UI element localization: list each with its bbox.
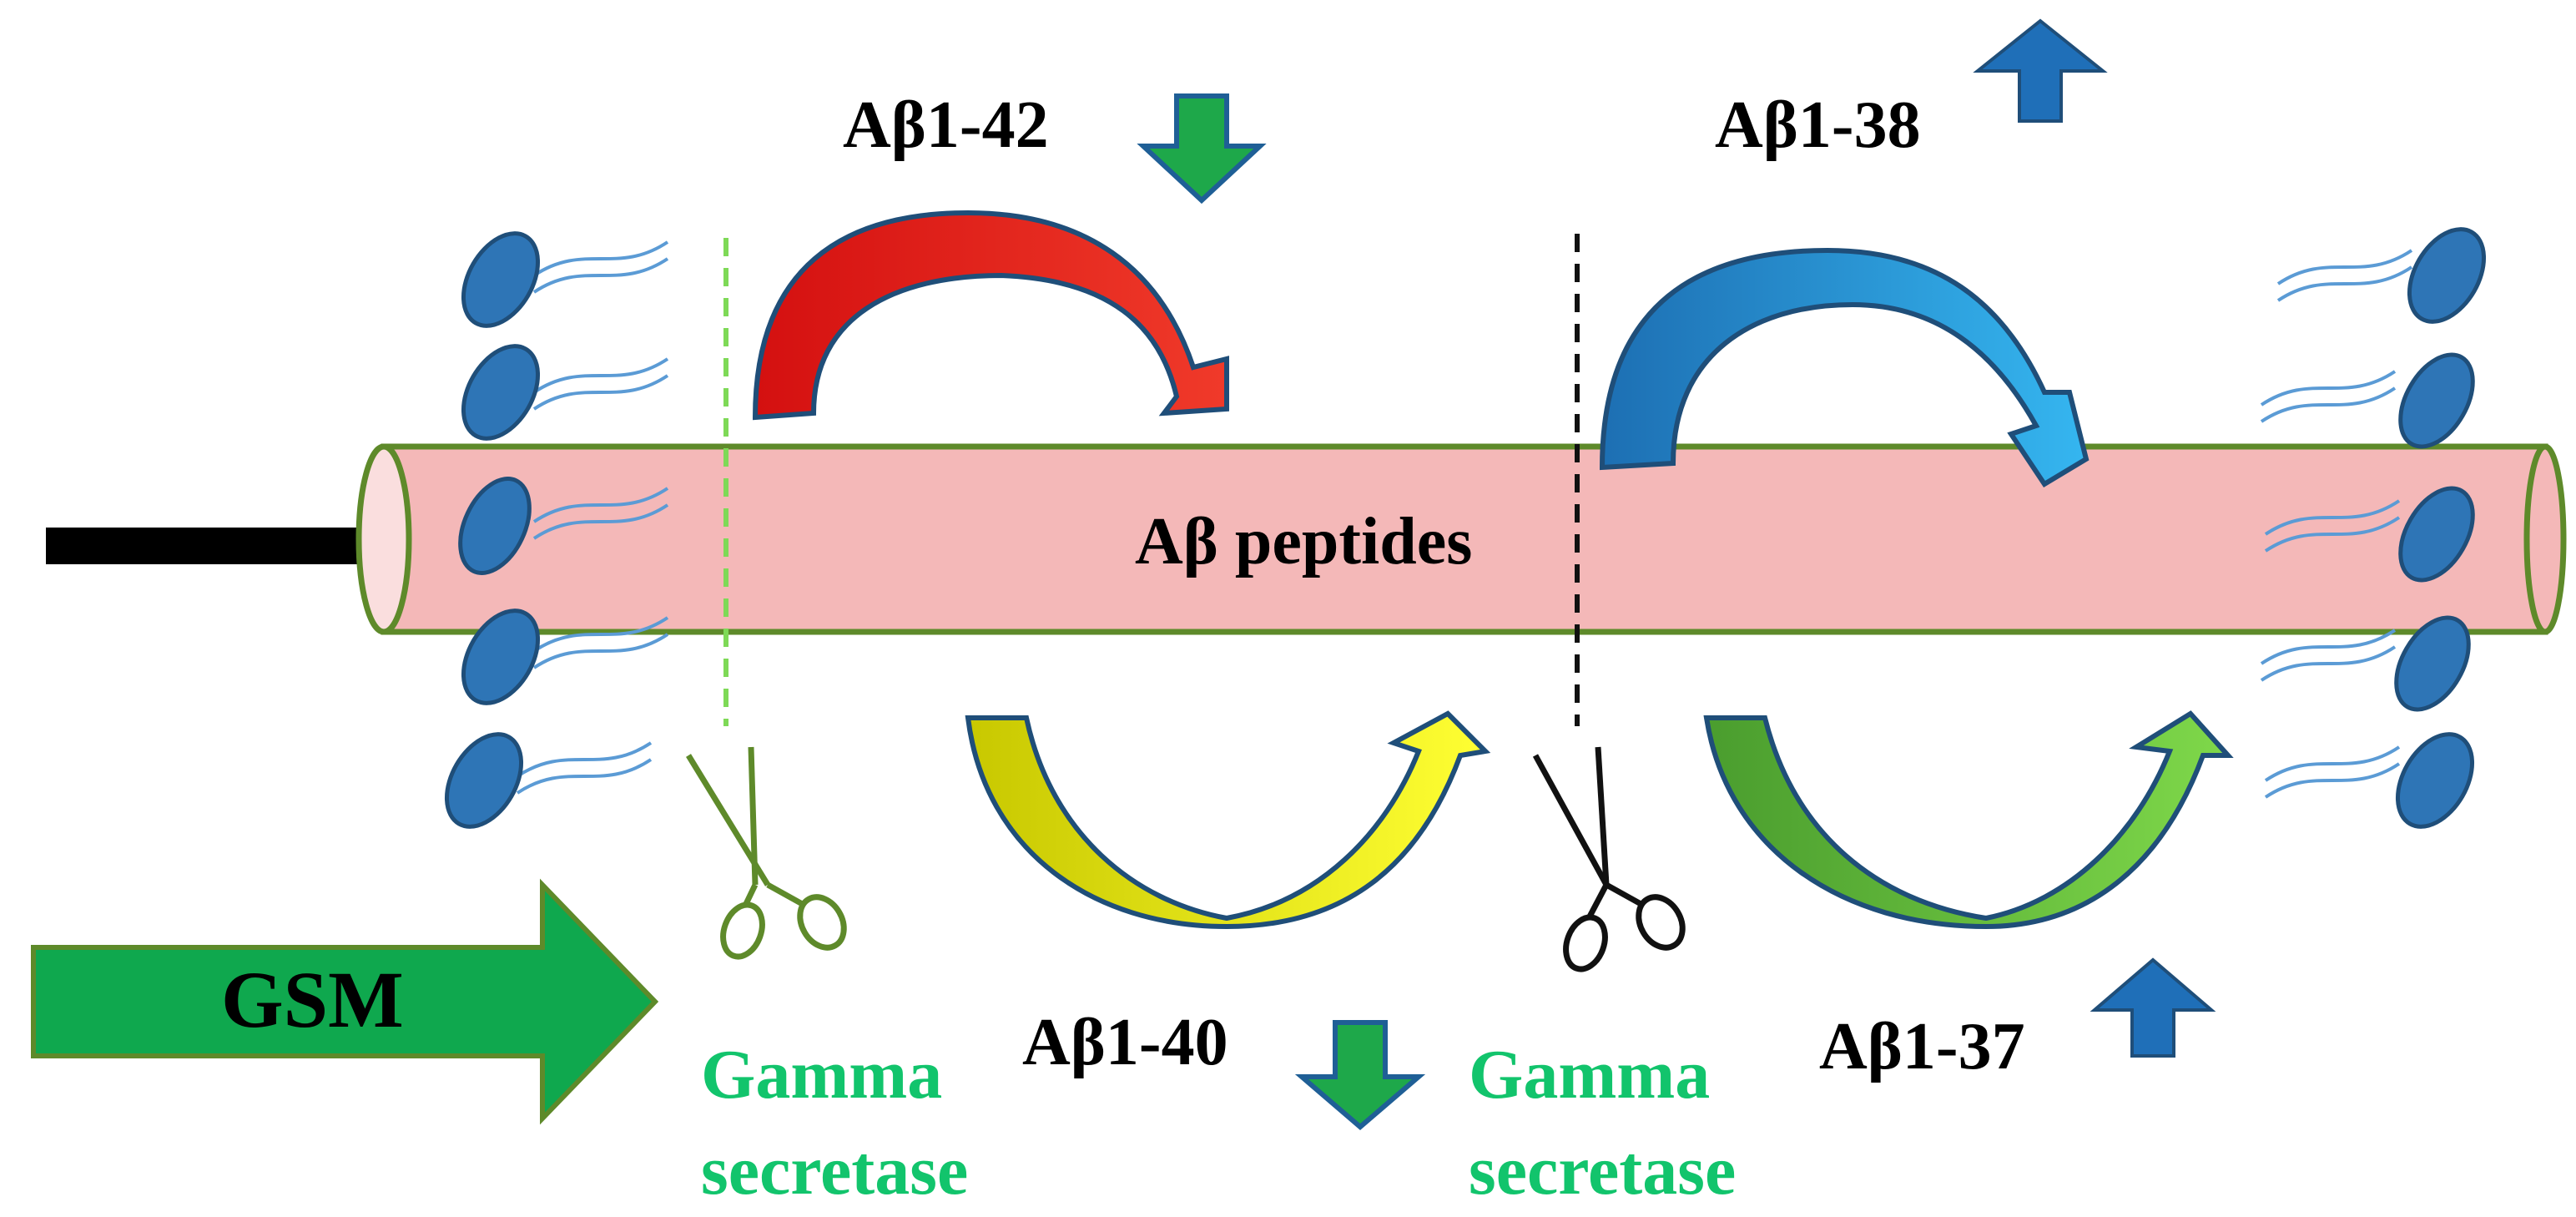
lipid-right-5	[2264, 732, 2475, 829]
ab37-up-indicator	[2090, 957, 2216, 1058]
enzyme-left-label-line1: Gamma	[701, 1036, 942, 1113]
lipid-right-2	[2260, 352, 2475, 449]
lipid-group-left	[444, 231, 669, 829]
lipid-right-3	[2264, 486, 2475, 583]
ab42-label: Aβ1-42	[843, 88, 1049, 162]
lipid-group-right	[2260, 227, 2487, 829]
peptides-label: Aβ peptides	[1135, 505, 1472, 578]
lipid-left-4	[461, 608, 669, 705]
ab40-down-indicator	[1294, 1020, 1426, 1130]
ab40-label: Aβ1-40	[1022, 1006, 1228, 1079]
blue-curved-arrow	[1599, 247, 2090, 488]
scissors-left-icon	[686, 746, 847, 960]
lipid-left-2	[461, 344, 669, 441]
enzyme-right-label-line1: Gamma	[1469, 1036, 1710, 1113]
gsm-label: GSM	[221, 955, 404, 1044]
ab38-up-indicator	[1973, 18, 2108, 123]
lipid-right-4	[2260, 615, 2471, 712]
lipid-left-1	[461, 231, 669, 328]
lipid-left-3	[458, 477, 669, 575]
peptide-tube	[355, 443, 2567, 635]
enzyme-left-label-line2: secretase	[701, 1132, 968, 1209]
scissors-right-icon	[1532, 746, 1686, 972]
green-curved-arrow	[1703, 710, 2234, 930]
lipid-left-5	[444, 732, 653, 829]
anchor-bar	[46, 528, 390, 564]
ab38-label: Aβ1-38	[1715, 88, 1921, 162]
yellow-curved-arrow	[965, 710, 1491, 930]
ab37-label: Aβ1-37	[1819, 1010, 2025, 1083]
enzyme-right-label-line2: secretase	[1469, 1132, 1736, 1209]
lipid-right-1	[2276, 227, 2487, 324]
red-curved-arrow	[752, 210, 1229, 421]
gsm-arrow	[31, 878, 659, 1125]
ab42-down-indicator	[1137, 93, 1267, 205]
